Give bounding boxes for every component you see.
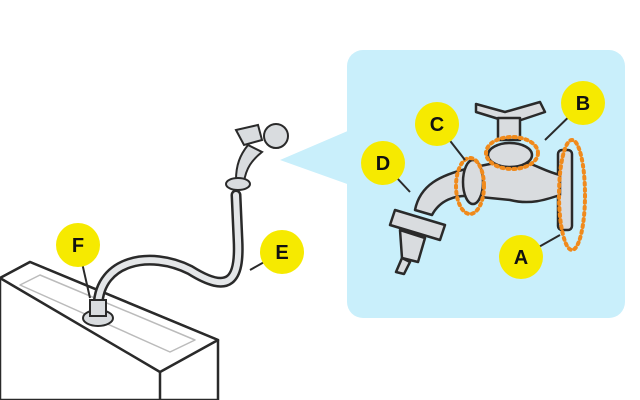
- label-d-badge: D: [361, 141, 405, 185]
- highlight-a: [557, 138, 587, 252]
- highlights: [454, 135, 587, 252]
- label-e: E: [275, 242, 288, 264]
- label-b-badge: B: [561, 81, 605, 125]
- highlight-c: [454, 156, 486, 216]
- zoom-callout-pointer: [280, 130, 350, 185]
- label-b: B: [576, 93, 590, 115]
- large-faucet: [388, 100, 574, 276]
- label-f-badge: F: [56, 223, 100, 267]
- label-f: F: [72, 235, 84, 257]
- label-c: C: [430, 114, 444, 136]
- label-a: A: [514, 247, 528, 269]
- label-e-badge: E: [260, 230, 304, 274]
- label-d: D: [376, 153, 390, 175]
- label-a-badge: A: [499, 235, 543, 279]
- small-faucet: [225, 123, 289, 191]
- hose: [92, 189, 244, 311]
- label-c-badge: C: [415, 102, 459, 146]
- highlight-b: [484, 135, 540, 171]
- tank-connector: [82, 299, 114, 327]
